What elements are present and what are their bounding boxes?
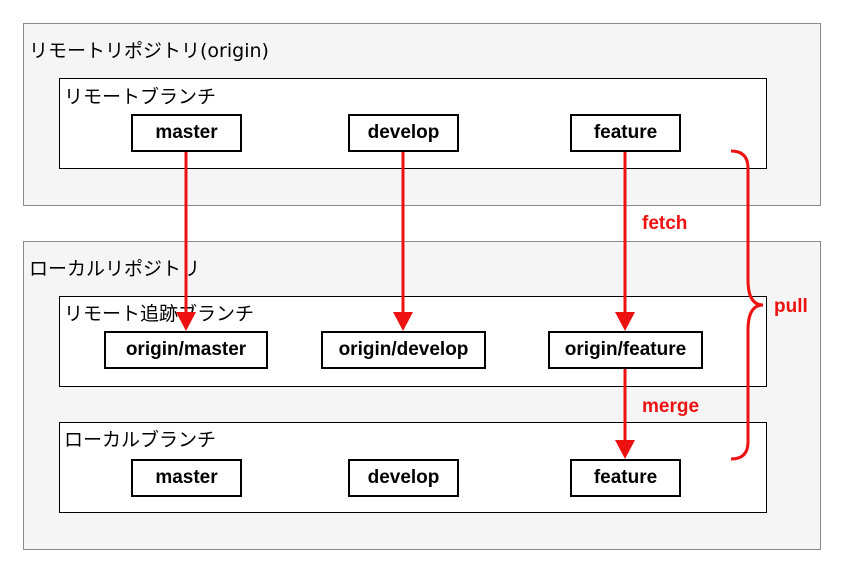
fetch-arrow-master xyxy=(176,152,196,331)
remote-branch-feature: feature xyxy=(570,114,681,152)
merge-label: merge xyxy=(642,396,700,417)
remote-repository-title: リモートリポジトリ(origin) xyxy=(29,40,269,62)
local-branch-develop: develop xyxy=(348,459,459,497)
local-repository-title: ローカルリポジトリ xyxy=(29,258,201,280)
local-branch-master: master xyxy=(131,459,242,497)
local-branches-title: ローカルブランチ xyxy=(64,429,217,451)
fetch-label: fetch xyxy=(642,213,688,234)
remote-branch-master: master xyxy=(131,114,242,152)
fetch-arrow-develop xyxy=(393,152,413,331)
pull-label: pull xyxy=(774,296,808,317)
tracking-branch-origin-develop: origin/develop xyxy=(321,331,486,369)
tracking-branches-title: リモート追跡ブランチ xyxy=(64,303,255,325)
pull-brace xyxy=(730,149,764,461)
fetch-arrow-feature xyxy=(615,152,635,331)
merge-arrow-feature xyxy=(615,369,635,459)
local-branch-feature: feature xyxy=(570,459,681,497)
tracking-branch-origin-feature: origin/feature xyxy=(548,331,703,369)
tracking-branch-origin-master: origin/master xyxy=(104,331,268,369)
remote-branch-develop: develop xyxy=(348,114,459,152)
remote-branches-title: リモートブランチ xyxy=(64,86,217,108)
